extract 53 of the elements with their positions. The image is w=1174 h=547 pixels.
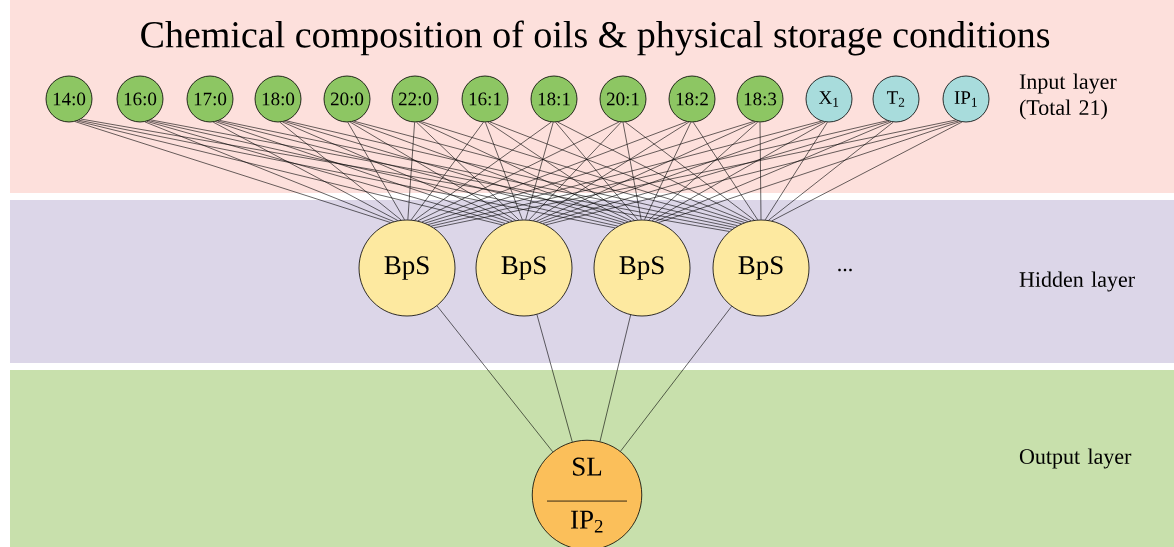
connection-line [658, 121, 961, 223]
connection-line [284, 121, 625, 224]
connection-line [353, 120, 742, 225]
connection-line [78, 119, 616, 229]
connection-line [489, 121, 748, 222]
connection-line [545, 120, 959, 226]
connection-line [536, 314, 573, 443]
connection-line [286, 120, 738, 226]
connection-line [351, 121, 629, 222]
connection-line [542, 121, 890, 224]
connection-line [487, 121, 635, 221]
connection-line [648, 121, 758, 221]
connection-line [410, 122, 484, 221]
connection-line [768, 121, 894, 221]
connection-line [625, 121, 755, 221]
connection-line [212, 121, 399, 221]
connection-line [279, 122, 402, 221]
connection-line [217, 120, 622, 225]
connection-line [421, 121, 688, 223]
connection-line [759, 122, 762, 220]
connection-line [525, 122, 554, 220]
connection-line [485, 122, 523, 220]
connection-line [416, 122, 520, 221]
connection-line [427, 120, 822, 225]
connection-line [407, 122, 415, 220]
connection-line [148, 120, 619, 227]
title: Chemical composition of oils & physical storage conditions [141, 20, 1050, 56]
connection-line [146, 121, 506, 224]
connection-line [436, 305, 554, 453]
connection-line [692, 122, 758, 220]
connection-line [539, 121, 824, 223]
connection-line [532, 121, 690, 221]
connection-line [349, 121, 516, 221]
connection-line [74, 121, 391, 223]
connection-line [76, 120, 503, 226]
connection-line [282, 121, 513, 222]
connection-line [215, 121, 510, 223]
connection-line [347, 122, 405, 220]
connection-line [430, 120, 888, 227]
ellipsis: ... [838, 268, 852, 272]
connection-line [555, 122, 639, 221]
connection-line [771, 121, 963, 222]
connection-line [414, 121, 552, 221]
connection-line [655, 121, 892, 222]
connection-line [644, 122, 692, 220]
connection-line [620, 306, 732, 452]
connection-line [599, 314, 631, 442]
connection-line [144, 121, 394, 222]
connection-line [528, 122, 622, 221]
connection-line [433, 119, 957, 229]
connection-line [622, 122, 642, 220]
connection-line [764, 122, 828, 221]
connection-line [651, 121, 826, 221]
